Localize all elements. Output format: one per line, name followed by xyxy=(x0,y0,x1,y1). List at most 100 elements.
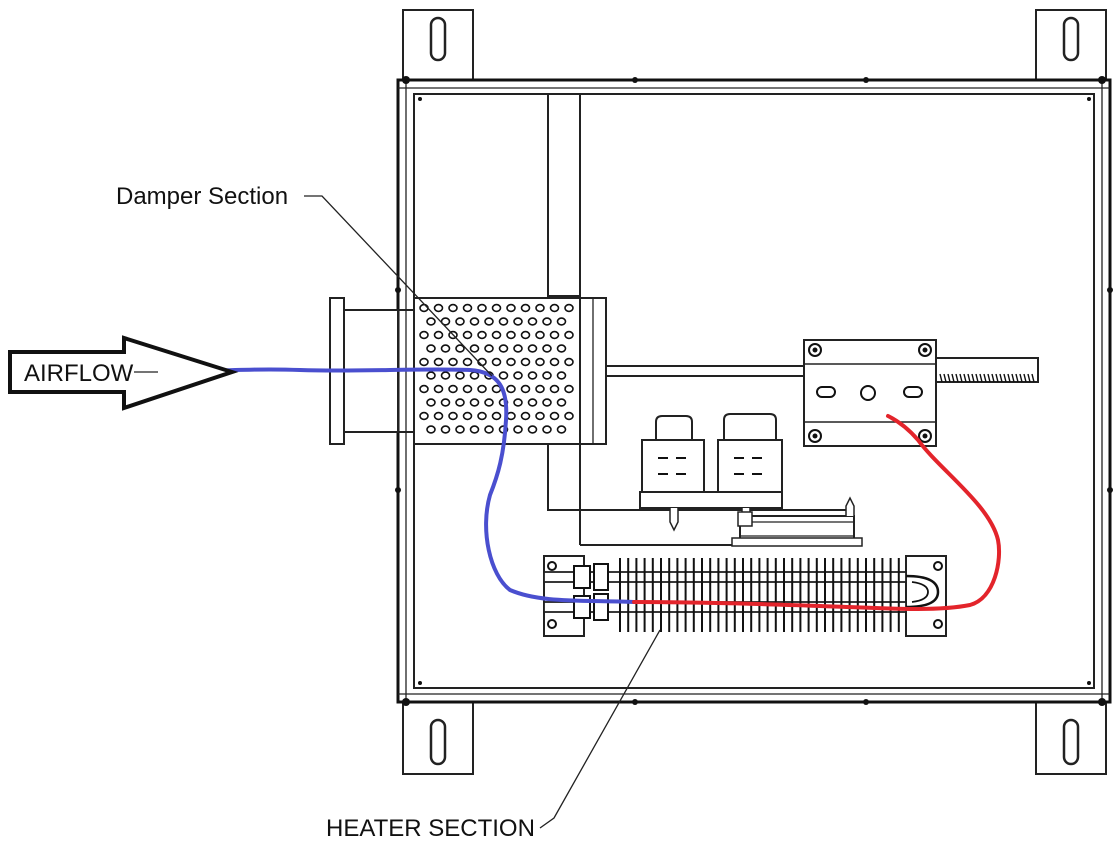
perforation-hole xyxy=(448,303,458,313)
perforation-hole xyxy=(556,344,567,353)
rack-tooth xyxy=(1027,373,1031,383)
perforation-hole xyxy=(556,317,567,326)
perforation-hole xyxy=(564,411,574,421)
perforation-hole xyxy=(535,357,545,367)
rack-tooth xyxy=(999,373,1003,383)
perforation-hole xyxy=(513,398,523,407)
perforation-hole xyxy=(556,425,567,434)
leader-lines xyxy=(134,195,661,829)
perforation-hole xyxy=(455,425,465,434)
perforation-hole xyxy=(448,357,458,367)
perforation-hole xyxy=(556,371,567,380)
perforation-hole xyxy=(491,303,502,313)
perforation-hole xyxy=(448,411,458,421)
perforation-hole xyxy=(433,357,444,367)
perforation-hole xyxy=(419,330,429,340)
perforation-hole xyxy=(520,411,531,421)
rack-tooth xyxy=(995,373,999,383)
perforation-hole xyxy=(527,425,538,434)
rack-tooth xyxy=(951,373,955,383)
perforation-hole xyxy=(419,357,429,367)
perforation-hole xyxy=(484,344,494,353)
heater-section-label: HEATER SECTION xyxy=(326,815,535,842)
damper-section-label: Damper Section xyxy=(116,183,288,210)
perforation-hole xyxy=(520,330,531,340)
cold-air-path xyxy=(156,367,636,604)
perforation-hole xyxy=(455,317,465,326)
perforation-hole xyxy=(535,330,545,340)
perforation-hole xyxy=(477,330,487,340)
rack-tooth xyxy=(955,373,959,383)
rack-tooth xyxy=(1023,373,1027,383)
perforation-hole xyxy=(455,344,465,353)
perforation-hole xyxy=(513,344,523,353)
damper-section xyxy=(413,297,607,445)
perforation-hole xyxy=(491,330,502,340)
control-thermostats xyxy=(639,413,783,532)
mounting-tabs xyxy=(402,9,1107,775)
frame-fasteners xyxy=(395,76,1113,706)
rack-tooth xyxy=(947,373,951,383)
perforation-hole xyxy=(462,357,473,367)
perforation-hole xyxy=(448,330,458,340)
perforation-hole xyxy=(484,317,494,326)
rack-tooth xyxy=(1007,373,1011,383)
damper-perforations xyxy=(419,303,574,434)
perforation-hole xyxy=(542,425,552,434)
perforation-hole xyxy=(440,398,451,407)
rack-tooth xyxy=(963,373,967,383)
hot-air-path xyxy=(632,414,1002,611)
perforation-hole xyxy=(506,384,516,394)
mounting-tab-top-left xyxy=(402,9,474,83)
perforation-hole xyxy=(520,384,531,394)
internal-channel xyxy=(547,93,850,546)
perforation-hole xyxy=(440,344,451,353)
rack-tooth xyxy=(1015,373,1019,383)
perforation-hole xyxy=(455,398,465,407)
perforation-hole xyxy=(549,303,560,313)
rack-tooth xyxy=(983,373,987,383)
perforation-hole xyxy=(527,371,538,380)
perforation-hole xyxy=(542,371,552,380)
perforation-hole xyxy=(440,371,451,380)
actuator-assembly xyxy=(606,339,1039,447)
rack-tooth xyxy=(991,373,995,383)
perforation-hole xyxy=(469,317,480,326)
rack-tooth xyxy=(971,373,975,383)
gear-rack-teeth xyxy=(939,373,1035,383)
perforation-hole xyxy=(564,384,574,394)
perforation-hole xyxy=(433,384,444,394)
rack-tooth xyxy=(943,373,947,383)
perforation-hole xyxy=(484,398,494,407)
mounting-tab-top-right xyxy=(1035,9,1107,83)
perforation-hole xyxy=(549,384,560,394)
perforation-hole xyxy=(542,317,552,326)
perforation-hole xyxy=(491,357,502,367)
perforation-hole xyxy=(549,411,560,421)
heater-section xyxy=(543,555,947,637)
perforation-hole xyxy=(542,344,552,353)
perforation-hole xyxy=(513,371,523,380)
rack-tooth xyxy=(1019,373,1023,383)
perforation-hole xyxy=(477,411,487,421)
rack-tooth xyxy=(967,373,971,383)
airflow-paths xyxy=(156,367,1002,611)
perforation-hole xyxy=(426,317,436,326)
perforation-hole xyxy=(426,398,436,407)
perforation-hole xyxy=(469,425,480,434)
perforation-hole xyxy=(433,303,444,313)
perforation-hole xyxy=(498,317,509,326)
airflow-arrow: AIRFLOW xyxy=(8,335,239,411)
perforation-hole xyxy=(520,303,531,313)
mounting-tab-bottom-left xyxy=(402,701,474,775)
perforation-hole xyxy=(506,330,516,340)
perforation-hole xyxy=(506,303,516,313)
mounting-tab-bottom-right xyxy=(1035,701,1107,775)
rack-tooth xyxy=(1011,373,1015,383)
perforation-hole xyxy=(455,371,465,380)
perforation-hole xyxy=(498,344,509,353)
rack-tooth xyxy=(939,373,943,383)
perforation-hole xyxy=(535,411,545,421)
perforation-hole xyxy=(469,398,480,407)
perforation-hole xyxy=(527,344,538,353)
